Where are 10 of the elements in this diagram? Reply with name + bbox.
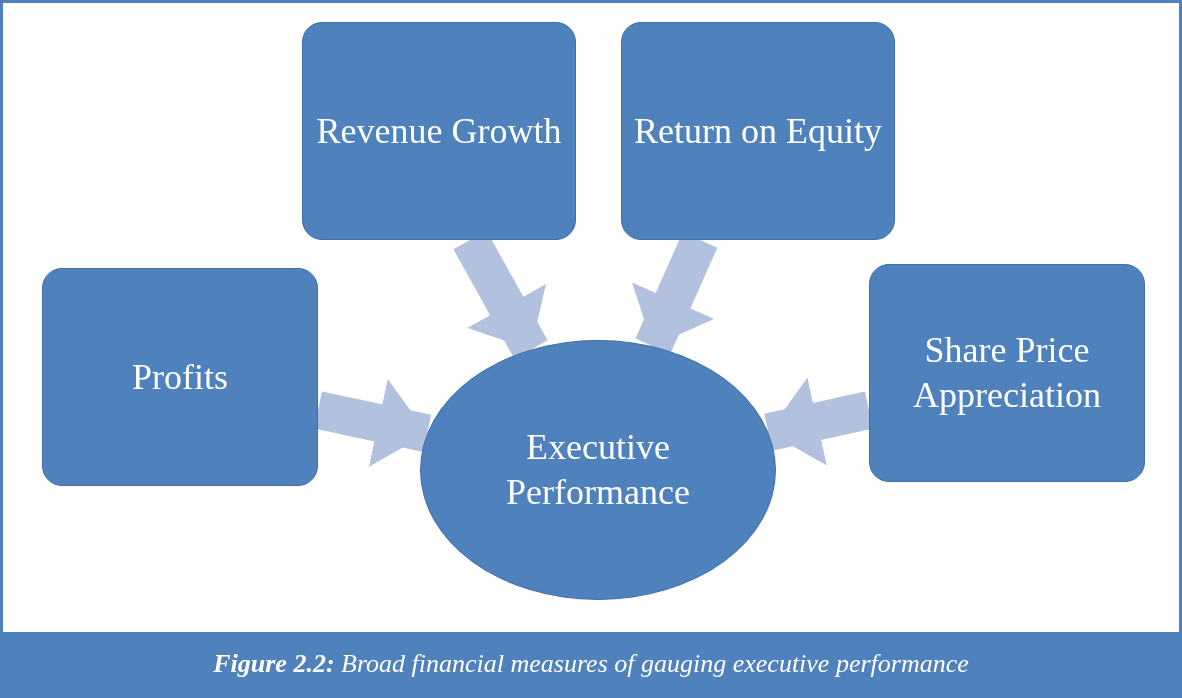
node-label: Share Price Appreciation (912, 329, 1102, 417)
measure-box (302, 22, 576, 240)
measure-box (869, 264, 1145, 482)
node-label: Return on Equity (634, 109, 882, 153)
figure-caption: Figure 2.2: Broad financial measures of gauging executive performance (213, 648, 969, 679)
measure-box (621, 22, 895, 240)
node-label: Revenue Growth (316, 109, 562, 153)
node-label: Executive Performance (505, 426, 691, 514)
node-label: Profits (132, 355, 228, 399)
measure-box (42, 268, 318, 486)
